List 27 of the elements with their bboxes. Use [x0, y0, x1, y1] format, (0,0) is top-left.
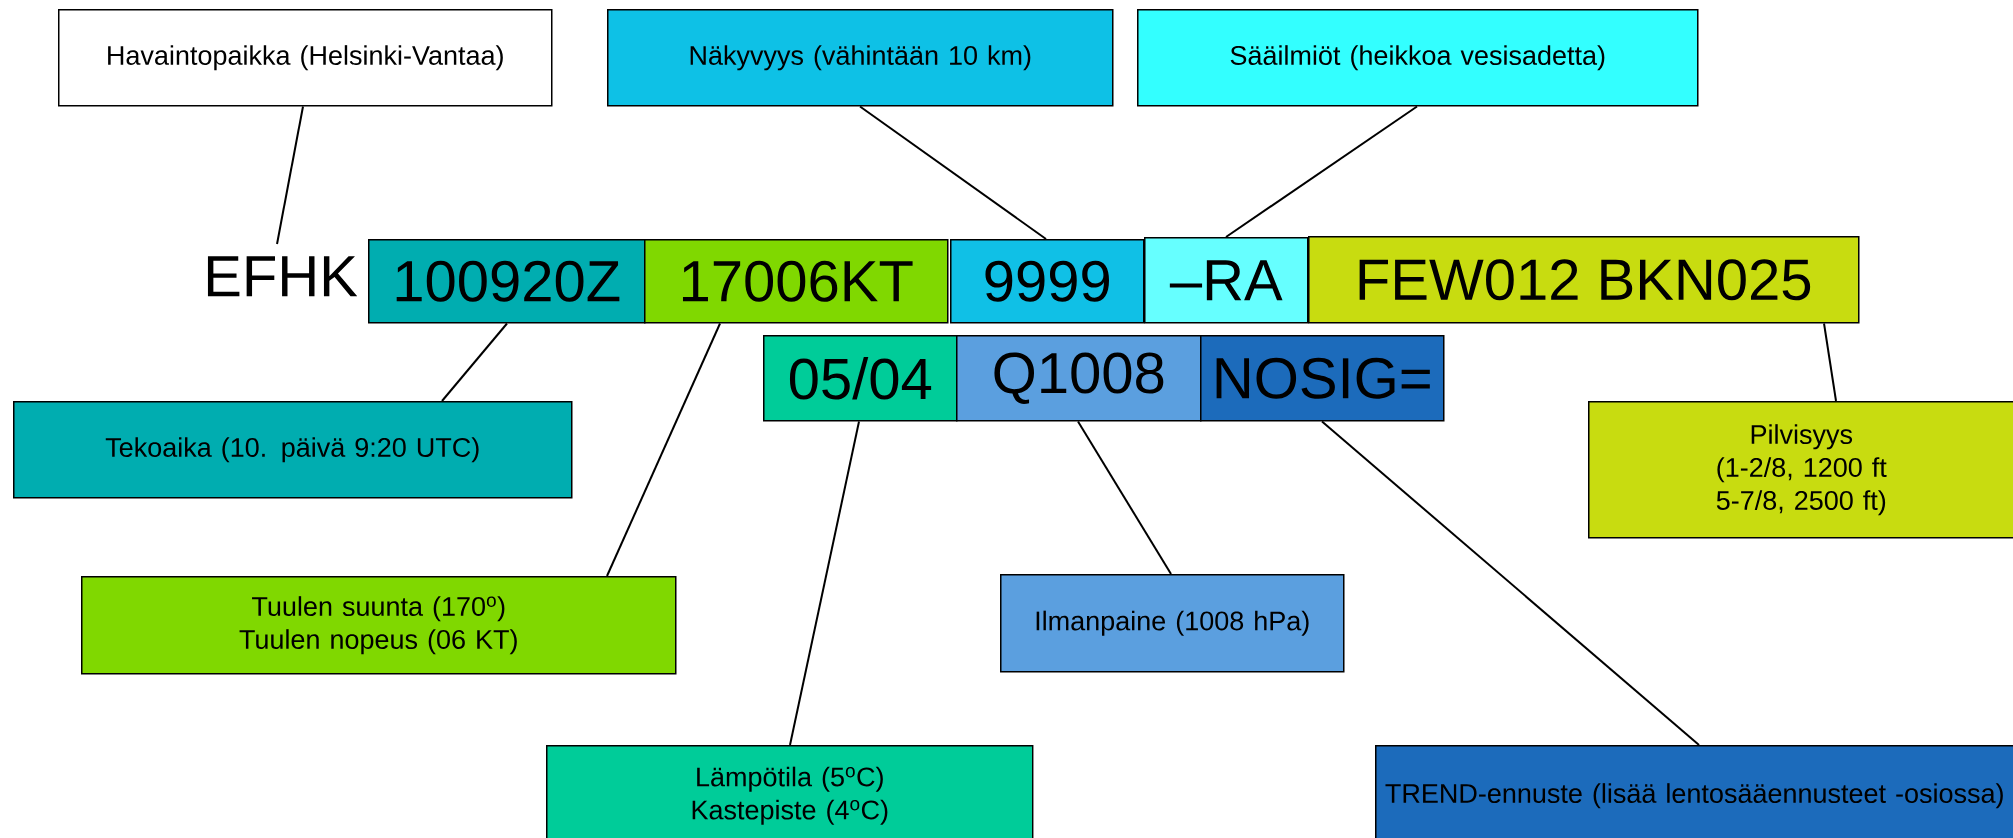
leader-line [1321, 420, 1700, 746]
callout-box: Tekoaika (10. päivä 9:20 UTC) [13, 401, 573, 499]
code-segment: 100920Z [368, 239, 646, 324]
callout-box: Pilvisyys (1-2/8, 1200 ft 5-7/8, 2500 ft) [1588, 401, 2013, 539]
leader-line [859, 105, 1047, 240]
callout-box: Sääilmiöt (heikkoa vesisadetta) [1137, 9, 1699, 107]
leader-line [276, 105, 304, 245]
leader-line [441, 322, 508, 402]
leader-line [1077, 420, 1172, 575]
code-segment: 9999 [950, 239, 1145, 324]
code-segment: FEW012 BKN025 [1308, 236, 1860, 324]
leader-line [789, 420, 860, 746]
callout-box: Tuulen suunta (170$^{o}$) Tuulen nopeus (06 KT) [81, 576, 677, 675]
callout-box: Ilmanpaine (1008 hPa) [1000, 574, 1345, 673]
leader-line [1225, 105, 1418, 238]
code-segment: 05/04 [763, 335, 958, 422]
callout-box: Näkyvyys (vähintään 10 km) [607, 9, 1114, 107]
leader-line [1823, 322, 1837, 402]
code-segment: –RA [1144, 237, 1309, 324]
callout-box: TREND-ennuste (lisää lentosääennusteet -osiossa) [1375, 745, 2013, 838]
code-text: EFHK [207, 256, 358, 297]
code-segment: 17006KT [644, 239, 949, 324]
callout-box: Havaintopaikka (Helsinki-Vantaa) [58, 9, 553, 107]
code-segment: NOSIG= [1200, 335, 1445, 422]
leader-line [606, 322, 721, 577]
code-segment: Q1008 [956, 335, 1202, 422]
callout-box: Lämpötila (5$^{o}$C) Kastepiste (4$^{o}$C) [546, 745, 1034, 838]
